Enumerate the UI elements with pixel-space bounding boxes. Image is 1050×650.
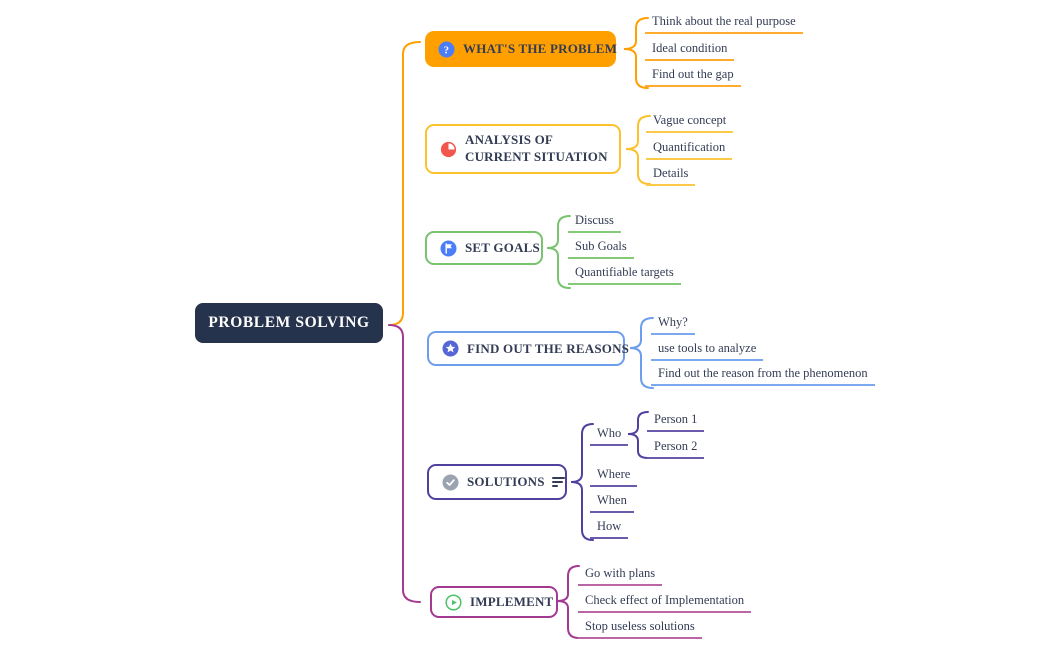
topic-label: Think about the real purpose bbox=[652, 14, 796, 28]
branch-node-set-goals[interactable]: SET GOALS bbox=[425, 231, 543, 265]
root-brace-top bbox=[388, 41, 421, 326]
branch-node-solutions[interactable]: SOLUTIONS bbox=[427, 464, 567, 500]
branch-node-implement[interactable]: IMPLEMENT bbox=[430, 586, 558, 618]
topic-person-2[interactable]: Person 2 bbox=[647, 438, 705, 459]
brace-implement bbox=[556, 565, 580, 639]
branch-label: IMPLEMENT bbox=[470, 594, 554, 609]
topic-label: Why? bbox=[658, 315, 688, 329]
topic-check-effect-of-implementation[interactable]: Check effect of Implementation bbox=[578, 592, 752, 613]
topic-ideal-condition[interactable]: Ideal condition bbox=[645, 40, 735, 61]
notes-icon[interactable] bbox=[551, 477, 565, 487]
topic-label: Find out the reason from the phenomenon bbox=[658, 366, 868, 380]
topic-sub-goals[interactable]: Sub Goals bbox=[568, 238, 634, 259]
branch-node-find-out-the-reasons[interactable]: FIND OUT THE REASONS bbox=[427, 331, 629, 366]
topic-label: Quantification bbox=[653, 140, 726, 154]
topic-label: Quantifiable targets bbox=[575, 265, 674, 279]
topic-label: Stop useless solutions bbox=[585, 619, 695, 633]
branch-label: WHAT'S THE PROBLEM bbox=[463, 41, 618, 56]
check-icon[interactable] bbox=[442, 474, 459, 491]
topic-label: Discuss bbox=[575, 213, 614, 227]
topic-find-reason-from-phenomenon[interactable]: Find out the reason from the phenomenon bbox=[651, 365, 875, 386]
topic-stop-useless-solutions[interactable]: Stop useless solutions bbox=[578, 618, 702, 639]
topic-label: Sub Goals bbox=[575, 239, 627, 253]
topic-vague-concept[interactable]: Vague concept bbox=[646, 112, 734, 133]
brace-find-out-reasons bbox=[629, 317, 654, 389]
topic-label: Ideal condition bbox=[652, 41, 728, 55]
topic-why[interactable]: Why? bbox=[651, 314, 695, 335]
branch-label: ANALYSIS OF CURRENT SITUATION bbox=[465, 132, 608, 164]
play-icon[interactable] bbox=[445, 593, 462, 611]
branch-node-whats-the-problem[interactable]: ? WHAT'S THE PROBLEM bbox=[425, 31, 618, 67]
topic-use-tools-to-analyze[interactable]: use tools to analyze bbox=[651, 340, 764, 361]
branch-node-analysis-of-current-situation[interactable]: ANALYSIS OF CURRENT SITUATION bbox=[425, 124, 621, 174]
brace-who bbox=[627, 411, 649, 459]
root-node-problem-solving[interactable]: PROBLEM SOLVING bbox=[195, 303, 383, 343]
question-icon[interactable]: ? bbox=[438, 41, 455, 58]
topic-go-with-plans[interactable]: Go with plans bbox=[578, 565, 663, 586]
topic-find-out-the-gap[interactable]: Find out the gap bbox=[645, 66, 741, 87]
topic-label: How bbox=[597, 519, 622, 533]
topic-label: Check effect of Implementation bbox=[585, 593, 745, 607]
topic-where[interactable]: Where bbox=[590, 466, 638, 487]
topic-think-about-real-purpose[interactable]: Think about the real purpose bbox=[645, 13, 803, 34]
branch-label: SOLUTIONS bbox=[467, 474, 545, 489]
topic-label: When bbox=[597, 493, 627, 507]
flag-icon[interactable] bbox=[440, 240, 457, 257]
star-icon[interactable] bbox=[442, 340, 459, 357]
pie-chart-icon[interactable] bbox=[440, 141, 457, 158]
svg-text:?: ? bbox=[444, 45, 449, 56]
topic-label: Vague concept bbox=[653, 113, 727, 127]
topic-label: Find out the gap bbox=[652, 67, 734, 81]
branch-label: SET GOALS bbox=[465, 240, 540, 255]
topic-label: Who bbox=[597, 426, 622, 440]
branch-label: FIND OUT THE REASONS bbox=[467, 340, 630, 356]
topic-label: Go with plans bbox=[585, 566, 656, 580]
topic-label: Details bbox=[653, 166, 689, 180]
topic-details[interactable]: Details bbox=[646, 165, 696, 186]
topic-how[interactable]: How bbox=[590, 518, 629, 539]
topic-label: Person 2 bbox=[654, 439, 698, 453]
topic-discuss[interactable]: Discuss bbox=[568, 212, 621, 233]
root-label: PROBLEM SOLVING bbox=[208, 314, 370, 331]
topic-quantifiable-targets[interactable]: Quantifiable targets bbox=[568, 264, 681, 285]
topic-person-1[interactable]: Person 1 bbox=[647, 411, 705, 432]
root-brace-bottom bbox=[388, 324, 421, 603]
topic-label: Person 1 bbox=[654, 412, 698, 426]
topic-who[interactable]: Who bbox=[590, 425, 629, 446]
topic-label: Where bbox=[597, 467, 631, 481]
topic-label: use tools to analyze bbox=[658, 341, 757, 355]
topic-when[interactable]: When bbox=[590, 492, 634, 513]
brace-set-goals bbox=[546, 215, 571, 289]
topic-quantification[interactable]: Quantification bbox=[646, 139, 733, 160]
